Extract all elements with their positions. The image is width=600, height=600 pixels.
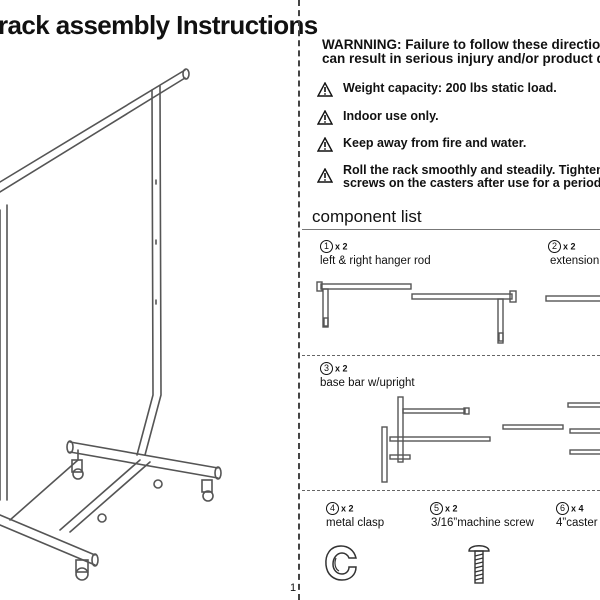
component-label: base bar w/upright <box>320 377 415 389</box>
page-title: rack assembly Instructions <box>0 10 318 40</box>
component-list-underline <box>302 229 600 230</box>
section-divider <box>302 355 600 356</box>
warning-line-1: WARNNING: Failure to follow these direct… <box>322 37 600 52</box>
rack-illustration <box>0 68 222 581</box>
metal-clasp-illustration <box>325 545 357 581</box>
warning-text: Roll the rack smoothly and steadily. Tig… <box>343 164 600 190</box>
component-label: extension <box>550 255 600 267</box>
warning-triangle-icon <box>317 137 333 152</box>
warning-text: Weight capacity: 200 lbs static load. <box>343 81 557 95</box>
base-bar-illustration <box>381 396 600 483</box>
warning-heading: WARNNING: Failure to follow these direct… <box>322 38 600 66</box>
warning-line-2: can result in serious injury and/or prod… <box>322 51 600 66</box>
component-label: left & right hanger rod <box>320 255 431 267</box>
warning-text-line: screws on the casters after use for a pe… <box>343 176 600 190</box>
component-label: 3/16”machine screw <box>431 517 534 529</box>
center-divider <box>298 0 300 600</box>
warning-text: Indoor use only. <box>343 109 439 123</box>
component-list-title: component list <box>312 207 422 226</box>
section-divider <box>302 490 600 491</box>
extension-illustration <box>545 295 600 302</box>
warning-text-line: Roll the rack smoothly and steadily. Tig… <box>343 163 600 177</box>
hanger-rod-illustration <box>316 281 517 344</box>
warning-triangle-icon <box>317 168 333 183</box>
warning-triangle-icon <box>317 110 333 125</box>
warning-text: Keep away from fire and water. <box>343 136 527 150</box>
page-number: 1 <box>290 582 297 594</box>
warning-triangle-icon <box>317 82 333 97</box>
component-label: 4”caster <box>556 517 598 529</box>
machine-screw-illustration <box>468 545 490 584</box>
component-label: metal clasp <box>326 517 385 529</box>
